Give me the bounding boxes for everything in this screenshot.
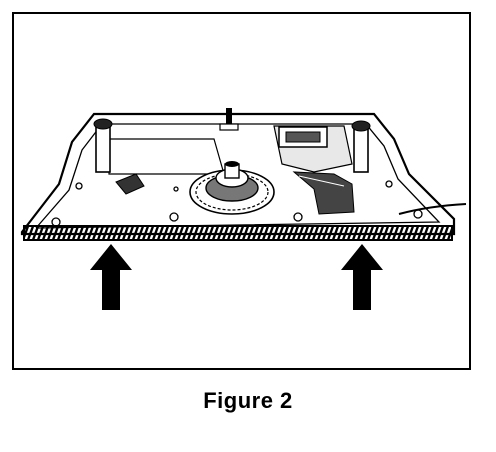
device-illustration [20, 108, 467, 310]
arrow-right [341, 244, 383, 310]
vent-strip [23, 225, 453, 241]
cable-ribbon [292, 171, 355, 215]
arrow-left [90, 244, 132, 310]
figure-frame [12, 12, 471, 370]
speaker-assembly [189, 161, 275, 215]
power-cord [398, 203, 467, 215]
top-stub [226, 108, 232, 128]
figure-caption: Figure 2 [203, 388, 293, 413]
small-bracket [115, 173, 145, 195]
